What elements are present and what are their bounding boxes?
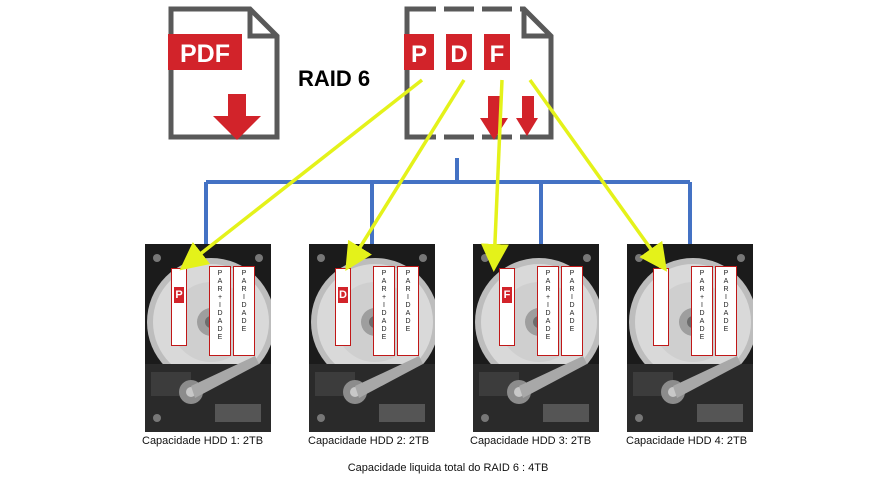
split-letter-d: D: [450, 41, 467, 68]
chunk-letter: P: [174, 287, 184, 303]
data-chunk: P: [171, 268, 187, 346]
parity-block-b: PARIDADE: [715, 266, 737, 356]
parity-block-b: PARIDADE: [397, 266, 419, 356]
parity-block-a: PAR+IDADE: [373, 266, 395, 356]
parity-block-b: PARIDADE: [561, 266, 583, 356]
parity-block-a: PAR+IDADE: [691, 266, 713, 356]
hard-drive-1: P PAR+IDADE PARIDADE: [145, 244, 271, 432]
data-chunk: F: [499, 268, 515, 346]
split-letter-f: F: [490, 41, 505, 68]
pdf-label: PDF: [180, 40, 230, 68]
parity-block-a: PAR+IDADE: [537, 266, 559, 356]
hard-drive-4: PAR+IDADE PARIDADE: [627, 244, 753, 432]
pdf-file-icon: PDF: [168, 6, 280, 140]
parity-text-b: PARIDADE: [722, 270, 730, 334]
parity-text-a: PAR+IDADE: [216, 270, 224, 342]
hard-drive-2: D PAR+IDADE PARIDADE: [309, 244, 435, 432]
parity-text-a: PAR+IDADE: [380, 270, 388, 342]
chunk-letter: D: [338, 287, 348, 303]
raid-title: RAID 6: [298, 66, 371, 91]
parity-text-b: PARIDADE: [240, 270, 248, 334]
parity-text-a: PAR+IDADE: [698, 270, 706, 342]
parity-text-b: PARIDADE: [404, 270, 412, 334]
chunk-letter: F: [502, 287, 512, 303]
parity-text-b: PARIDADE: [568, 270, 576, 334]
parity-block-b: PARIDADE: [233, 266, 255, 356]
split-letter-p: P: [411, 41, 427, 68]
hdd-capacity-label: Capacidade HDD 1: 2TB: [142, 435, 264, 447]
total-capacity: Capacidade liquida total do RAID 6 : 4TB: [347, 462, 549, 474]
hdd-capacity-label: Capacidade HDD 3: 2TB: [470, 435, 592, 447]
hdd-capacity-label: Capacidade HDD 4: 2TB: [626, 435, 748, 447]
split-pdf-file-icon: P D F: [404, 6, 554, 140]
data-chunk: D: [335, 268, 351, 346]
hard-drive-3: F PAR+IDADE PARIDADE: [473, 244, 599, 432]
data-chunk: [653, 268, 669, 346]
hdd-capacity-label: Capacidade HDD 2: 2TB: [308, 435, 430, 447]
bus-lines: [204, 158, 692, 248]
parity-block-a: PAR+IDADE: [209, 266, 231, 356]
parity-text-a: PAR+IDADE: [544, 270, 552, 342]
